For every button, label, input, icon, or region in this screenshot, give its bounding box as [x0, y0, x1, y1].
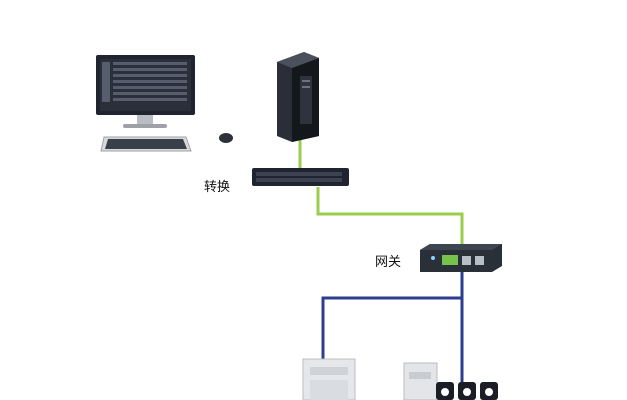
switch-label: 转换	[204, 180, 231, 195]
server-icon	[277, 52, 319, 142]
meter-icon	[302, 358, 356, 400]
gateway-icon	[420, 244, 502, 272]
current-sensor-icon	[436, 382, 498, 400]
switch-icon	[252, 168, 349, 186]
monitor-icon	[96, 55, 195, 128]
switch-gateway-link	[316, 187, 464, 248]
meter-icon-2	[403, 362, 438, 400]
gateway-label: 网关	[375, 255, 402, 270]
mouse-icon	[219, 133, 233, 143]
keyboard-icon	[100, 136, 192, 152]
